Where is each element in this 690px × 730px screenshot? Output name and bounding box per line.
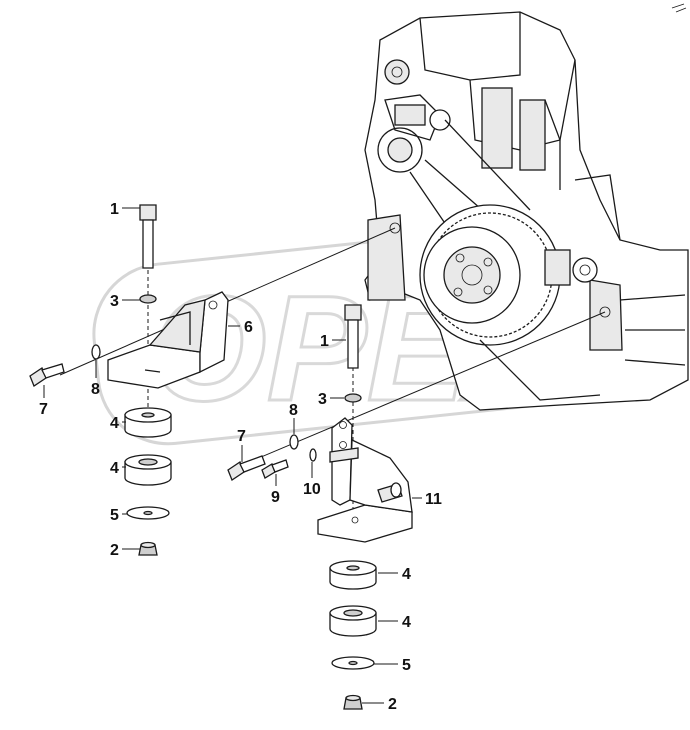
callout-4-right-lower: 4 <box>402 614 411 631</box>
right-washer-10 <box>309 448 317 462</box>
left-washer-5 <box>126 506 170 520</box>
right-mount-assembly <box>227 304 413 710</box>
right-rubber-mount-upper <box>329 560 377 590</box>
callout-2-left: 2 <box>110 542 119 559</box>
right-bolt-9 <box>261 459 289 479</box>
callout-5-right: 5 <box>402 657 411 674</box>
callout-1-left: 1 <box>110 201 119 218</box>
callout-4-left-lower: 4 <box>110 460 119 477</box>
callout-10: 10 <box>303 481 321 498</box>
left-bracket <box>107 291 229 389</box>
callout-1-right: 1 <box>320 333 329 350</box>
left-bolt-7 <box>29 363 65 387</box>
left-nut <box>138 541 158 556</box>
right-bolt-7 <box>227 455 266 481</box>
callout-8-left: 8 <box>91 381 100 398</box>
callout-2-right: 2 <box>388 696 397 713</box>
callout-9: 9 <box>271 489 280 506</box>
callout-11: 11 <box>425 491 442 508</box>
left-rubber-mount-lower <box>124 454 172 486</box>
right-washer-3 <box>344 393 362 403</box>
callout-4-right-upper: 4 <box>402 566 411 583</box>
callout-6: 6 <box>244 319 253 336</box>
right-rubber-mount-lower <box>329 605 377 637</box>
callout-5-left: 5 <box>110 507 119 524</box>
left-rubber-mount-upper <box>124 407 172 438</box>
callout-8-right: 8 <box>289 402 298 419</box>
callout-4-left-upper: 4 <box>110 415 119 432</box>
left-washer-3 <box>139 294 157 304</box>
right-washer-8 <box>289 434 299 450</box>
right-nut <box>343 694 363 710</box>
callout-7-left: 7 <box>39 401 48 418</box>
leader-lines <box>43 207 422 704</box>
right-washer-5 <box>331 656 375 670</box>
callout-labels: 1 3 6 8 7 4 4 5 2 1 3 8 7 9 10 11 4 4 5 … <box>39 201 442 713</box>
callout-7-right: 7 <box>237 428 246 445</box>
left-mount-assembly <box>29 204 229 556</box>
engine-block <box>364 3 689 411</box>
right-bracket <box>317 417 413 543</box>
right-bolt <box>344 304 362 369</box>
left-bolt <box>139 204 157 269</box>
callout-3-left: 3 <box>110 293 119 310</box>
callout-3-right: 3 <box>318 391 327 408</box>
left-washer-8 <box>91 344 101 360</box>
